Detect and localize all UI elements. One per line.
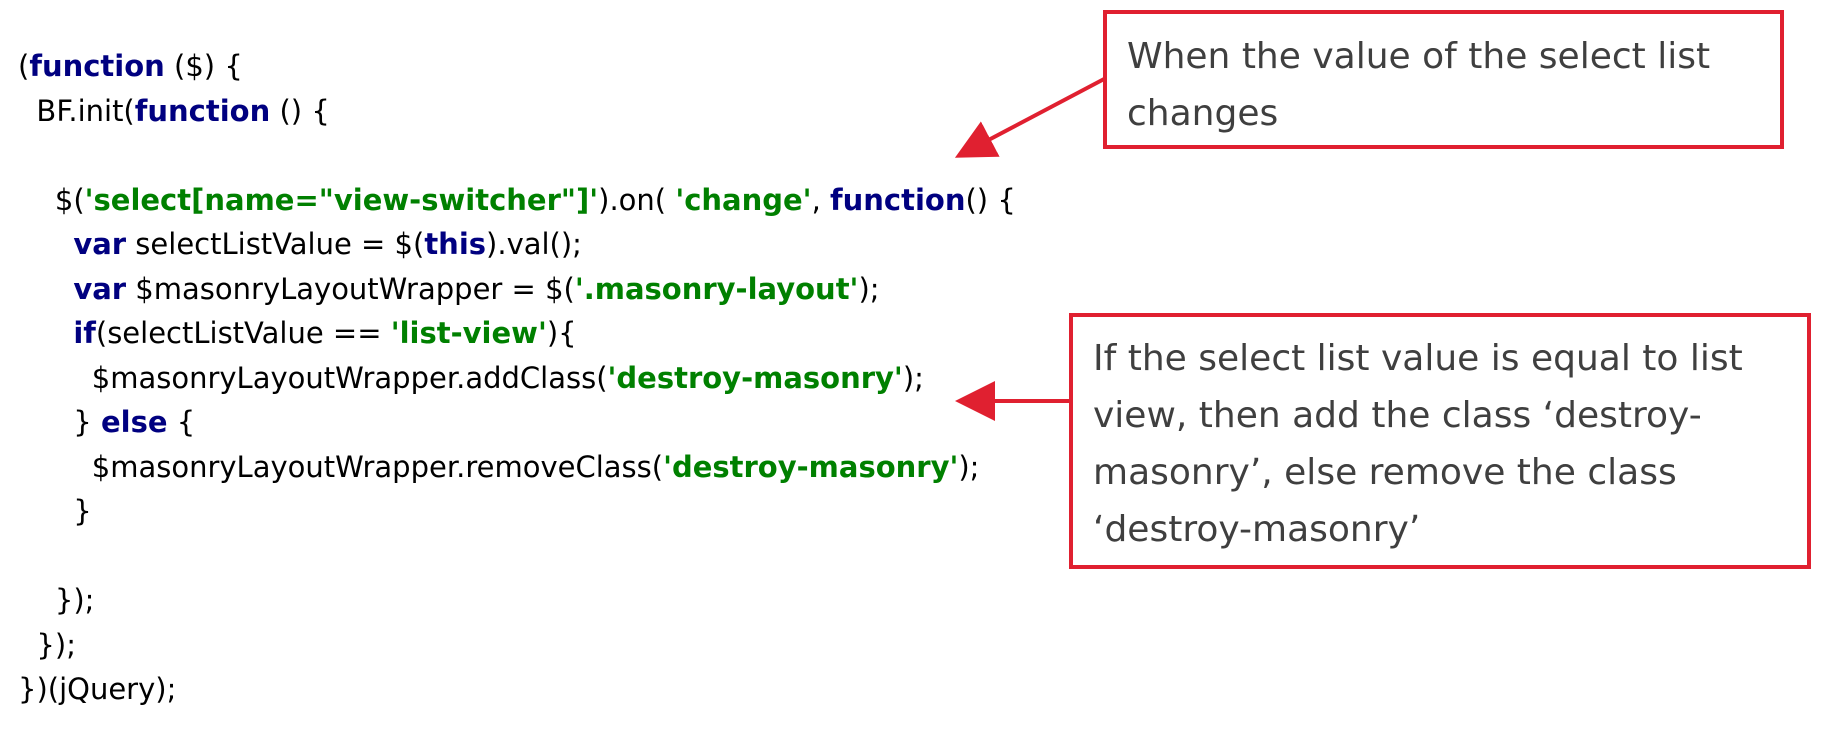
code-text: })(jQuery); — [18, 672, 177, 706]
code-string: 'select[name="view-switcher"]' — [84, 182, 599, 217]
code-string: 'destroy-masonry' — [663, 449, 959, 484]
code-text: ); — [858, 271, 880, 306]
code-text: ).val(); — [486, 227, 582, 261]
code-text: (selectListValue == — [95, 316, 391, 350]
code-line: BF.init(function () { — [18, 89, 1016, 134]
code-text: () { — [965, 182, 1016, 217]
code-line: var selectListValue = $(this).val(); — [18, 222, 1016, 267]
code-line: })(jQuery); — [18, 667, 1016, 712]
code-line: }); — [18, 623, 1016, 668]
code-keyword: function — [29, 49, 165, 83]
code-text: }); — [18, 627, 76, 662]
code-keyword: var — [73, 271, 127, 306]
code-text: ); — [902, 360, 924, 395]
code-text: }); — [18, 583, 95, 617]
code-keyword: function — [830, 182, 966, 217]
code-line — [18, 534, 1016, 579]
code-keyword: else — [100, 405, 168, 439]
code-line: $masonryLayoutWrapper.addClass('destroy-… — [18, 356, 1016, 401]
code-text — [18, 316, 73, 350]
code-string: 'list-view' — [390, 316, 547, 350]
callout-change-note-text: When the value of the select list change… — [1127, 36, 1711, 134]
code-line: var $masonryLayoutWrapper = $('.masonry-… — [18, 267, 1016, 312]
code-text: ).on( — [598, 182, 676, 217]
code-text — [18, 227, 73, 261]
code-text: $( — [18, 182, 85, 217]
code-text: ($) { — [164, 49, 243, 83]
code-line — [18, 133, 1016, 178]
callout-if-note-text: If the select list value is equal to lis… — [1093, 338, 1743, 550]
code-text: , — [811, 182, 830, 217]
code-keyword: function — [134, 93, 271, 128]
code-line: } — [18, 489, 1016, 534]
code-line: }); — [18, 578, 1016, 623]
callout-change-note: When the value of the select list change… — [1103, 10, 1784, 149]
code-keyword: this — [424, 227, 487, 261]
code-text: $masonryLayoutWrapper.removeClass( — [18, 449, 664, 484]
code-string: 'change' — [675, 182, 812, 217]
code-text: } — [18, 494, 92, 528]
code-text: { — [167, 405, 196, 439]
code-text: $masonryLayoutWrapper = $( — [126, 271, 575, 306]
code-text: $masonryLayoutWrapper.addClass( — [18, 360, 608, 395]
code-text: } — [18, 405, 101, 439]
code-line: if(selectListValue == 'list-view'){ — [18, 311, 1016, 356]
code-text: BF.init( — [18, 93, 135, 128]
code-string: 'destroy-masonry' — [607, 360, 903, 395]
code-text — [18, 272, 73, 306]
code-line: (function ($) { — [18, 44, 1016, 89]
code-string: '.masonry-layout' — [574, 271, 859, 306]
code-line: } else { — [18, 400, 1016, 445]
code-text: ); — [958, 449, 980, 484]
code-keyword: var — [73, 227, 127, 261]
code-text: ( — [18, 49, 30, 83]
code-text: selectListValue = $( — [126, 227, 425, 261]
code-line: $masonryLayoutWrapper.removeClass('destr… — [18, 445, 1016, 490]
callout-if-note: If the select list value is equal to lis… — [1069, 313, 1811, 569]
code-text: ){ — [546, 316, 577, 350]
code-line: $('select[name="view-switcher"]').on( 'c… — [18, 178, 1016, 223]
code-keyword: if — [73, 316, 96, 350]
code-block: (function ($) { BF.init(function () { $(… — [18, 44, 1016, 712]
code-text: () { — [270, 93, 330, 128]
